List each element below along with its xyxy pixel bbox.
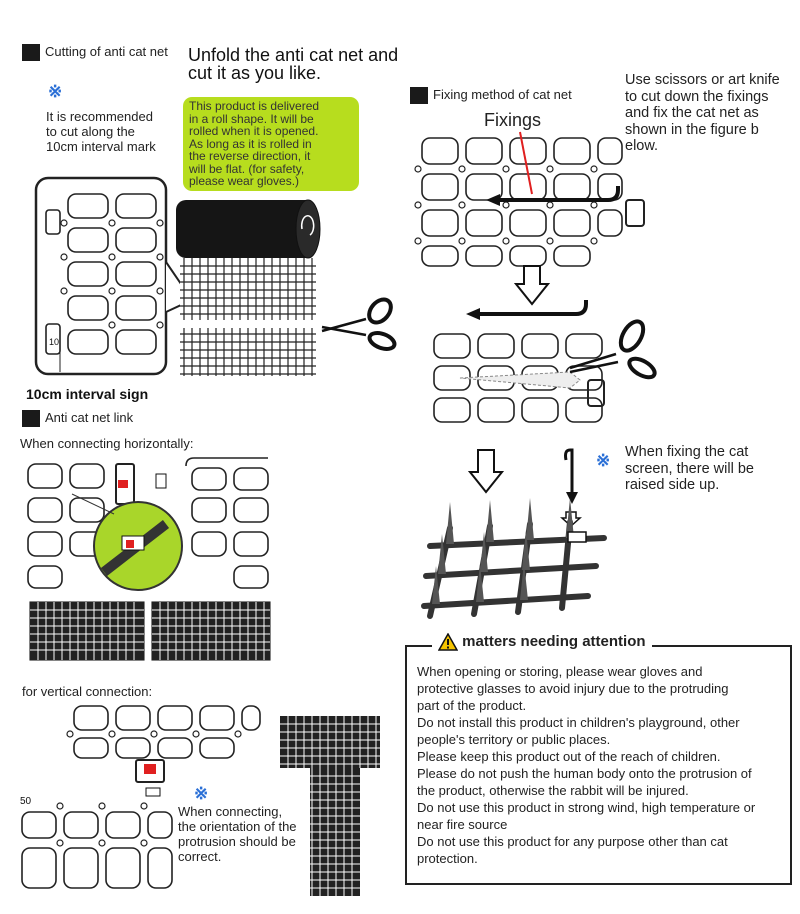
- section-marker-icon: [22, 44, 40, 62]
- note-star-icon: ※: [194, 784, 209, 803]
- scissors-icon: [321, 297, 397, 351]
- orientation-note: When connecting, the orientation of the …: [178, 804, 297, 864]
- attention-line: protective glasses to avoid injury due t…: [417, 681, 729, 696]
- attention-line: Do not install this product in children'…: [417, 715, 740, 730]
- horizontal-connection-illustration: [27, 457, 271, 661]
- section-fixing-title: Fixing method of cat net: [410, 87, 572, 105]
- net-roll-illustration: [174, 199, 321, 376]
- corner-mark-label: 50: [20, 796, 32, 807]
- attention-line: Do not use this product for any purpose …: [417, 834, 728, 849]
- attention-line: Do not use this product in strong wind, …: [417, 800, 756, 815]
- attention-line: Please keep this product out of the reac…: [417, 749, 721, 764]
- attention-list: When opening or storing, please wear glo…: [417, 663, 787, 867]
- attention-line: Please do not push the human body onto t…: [417, 766, 752, 781]
- fixing-cut-illustration: [433, 300, 657, 423]
- fixings-label: Fixings: [484, 110, 542, 130]
- fixing-net-illustration: [414, 131, 645, 267]
- section-marker-icon: [410, 87, 428, 105]
- warning-triangle-icon: [437, 632, 459, 651]
- attention-line: near fire source: [417, 817, 508, 832]
- attention-title: matters needing attention: [462, 633, 646, 650]
- attention-line: people's territory or public places.: [417, 732, 611, 747]
- interval-zoom-illustration: 10: [34, 176, 180, 376]
- delivery-info-bubble: This product is delivered in a roll shap…: [183, 97, 359, 191]
- vertical-mesh-illustration: [280, 716, 380, 896]
- raised-side-note: When fixing the cat screen, there will b…: [625, 444, 754, 493]
- down-arrow-icon: [514, 265, 550, 306]
- attention-line: When opening or storing, please wear glo…: [417, 664, 703, 679]
- section-cutting-title: Cutting of anti cat net: [22, 44, 168, 62]
- cut-recommendation: It is recommended to cut along the 10cm …: [46, 109, 156, 154]
- spiked-mesh-illustration: [421, 498, 607, 619]
- note-star-icon: ※: [48, 82, 63, 101]
- attention-line: the product, otherwise the rabbit will b…: [417, 783, 689, 798]
- section-link-title: Anti cat net link: [22, 410, 133, 428]
- attention-line: part of the product.: [417, 698, 527, 713]
- fixing-direction-arrows: [468, 448, 582, 528]
- interval-sign-caption: 10cm interval sign: [26, 386, 149, 402]
- attention-line: protection.: [417, 851, 478, 866]
- cutting-headline: Unfold the anti cat net and cut it as yo…: [188, 45, 399, 83]
- interval-mark-label: 10: [49, 337, 59, 347]
- horizontal-connection-label: When connecting horizontally:: [20, 436, 194, 451]
- vertical-connection-label: for vertical connection:: [22, 684, 153, 699]
- attention-title-wrap: matters needing attention: [432, 632, 652, 652]
- note-star-icon: ※: [596, 451, 611, 470]
- vertical-net-bottom-illustration: 50: [20, 796, 173, 889]
- section-marker-icon: [22, 410, 40, 428]
- fixing-instructions: Use scissors or art knife to cut down th…: [625, 72, 780, 154]
- vertical-connection-illustration: [66, 705, 261, 797]
